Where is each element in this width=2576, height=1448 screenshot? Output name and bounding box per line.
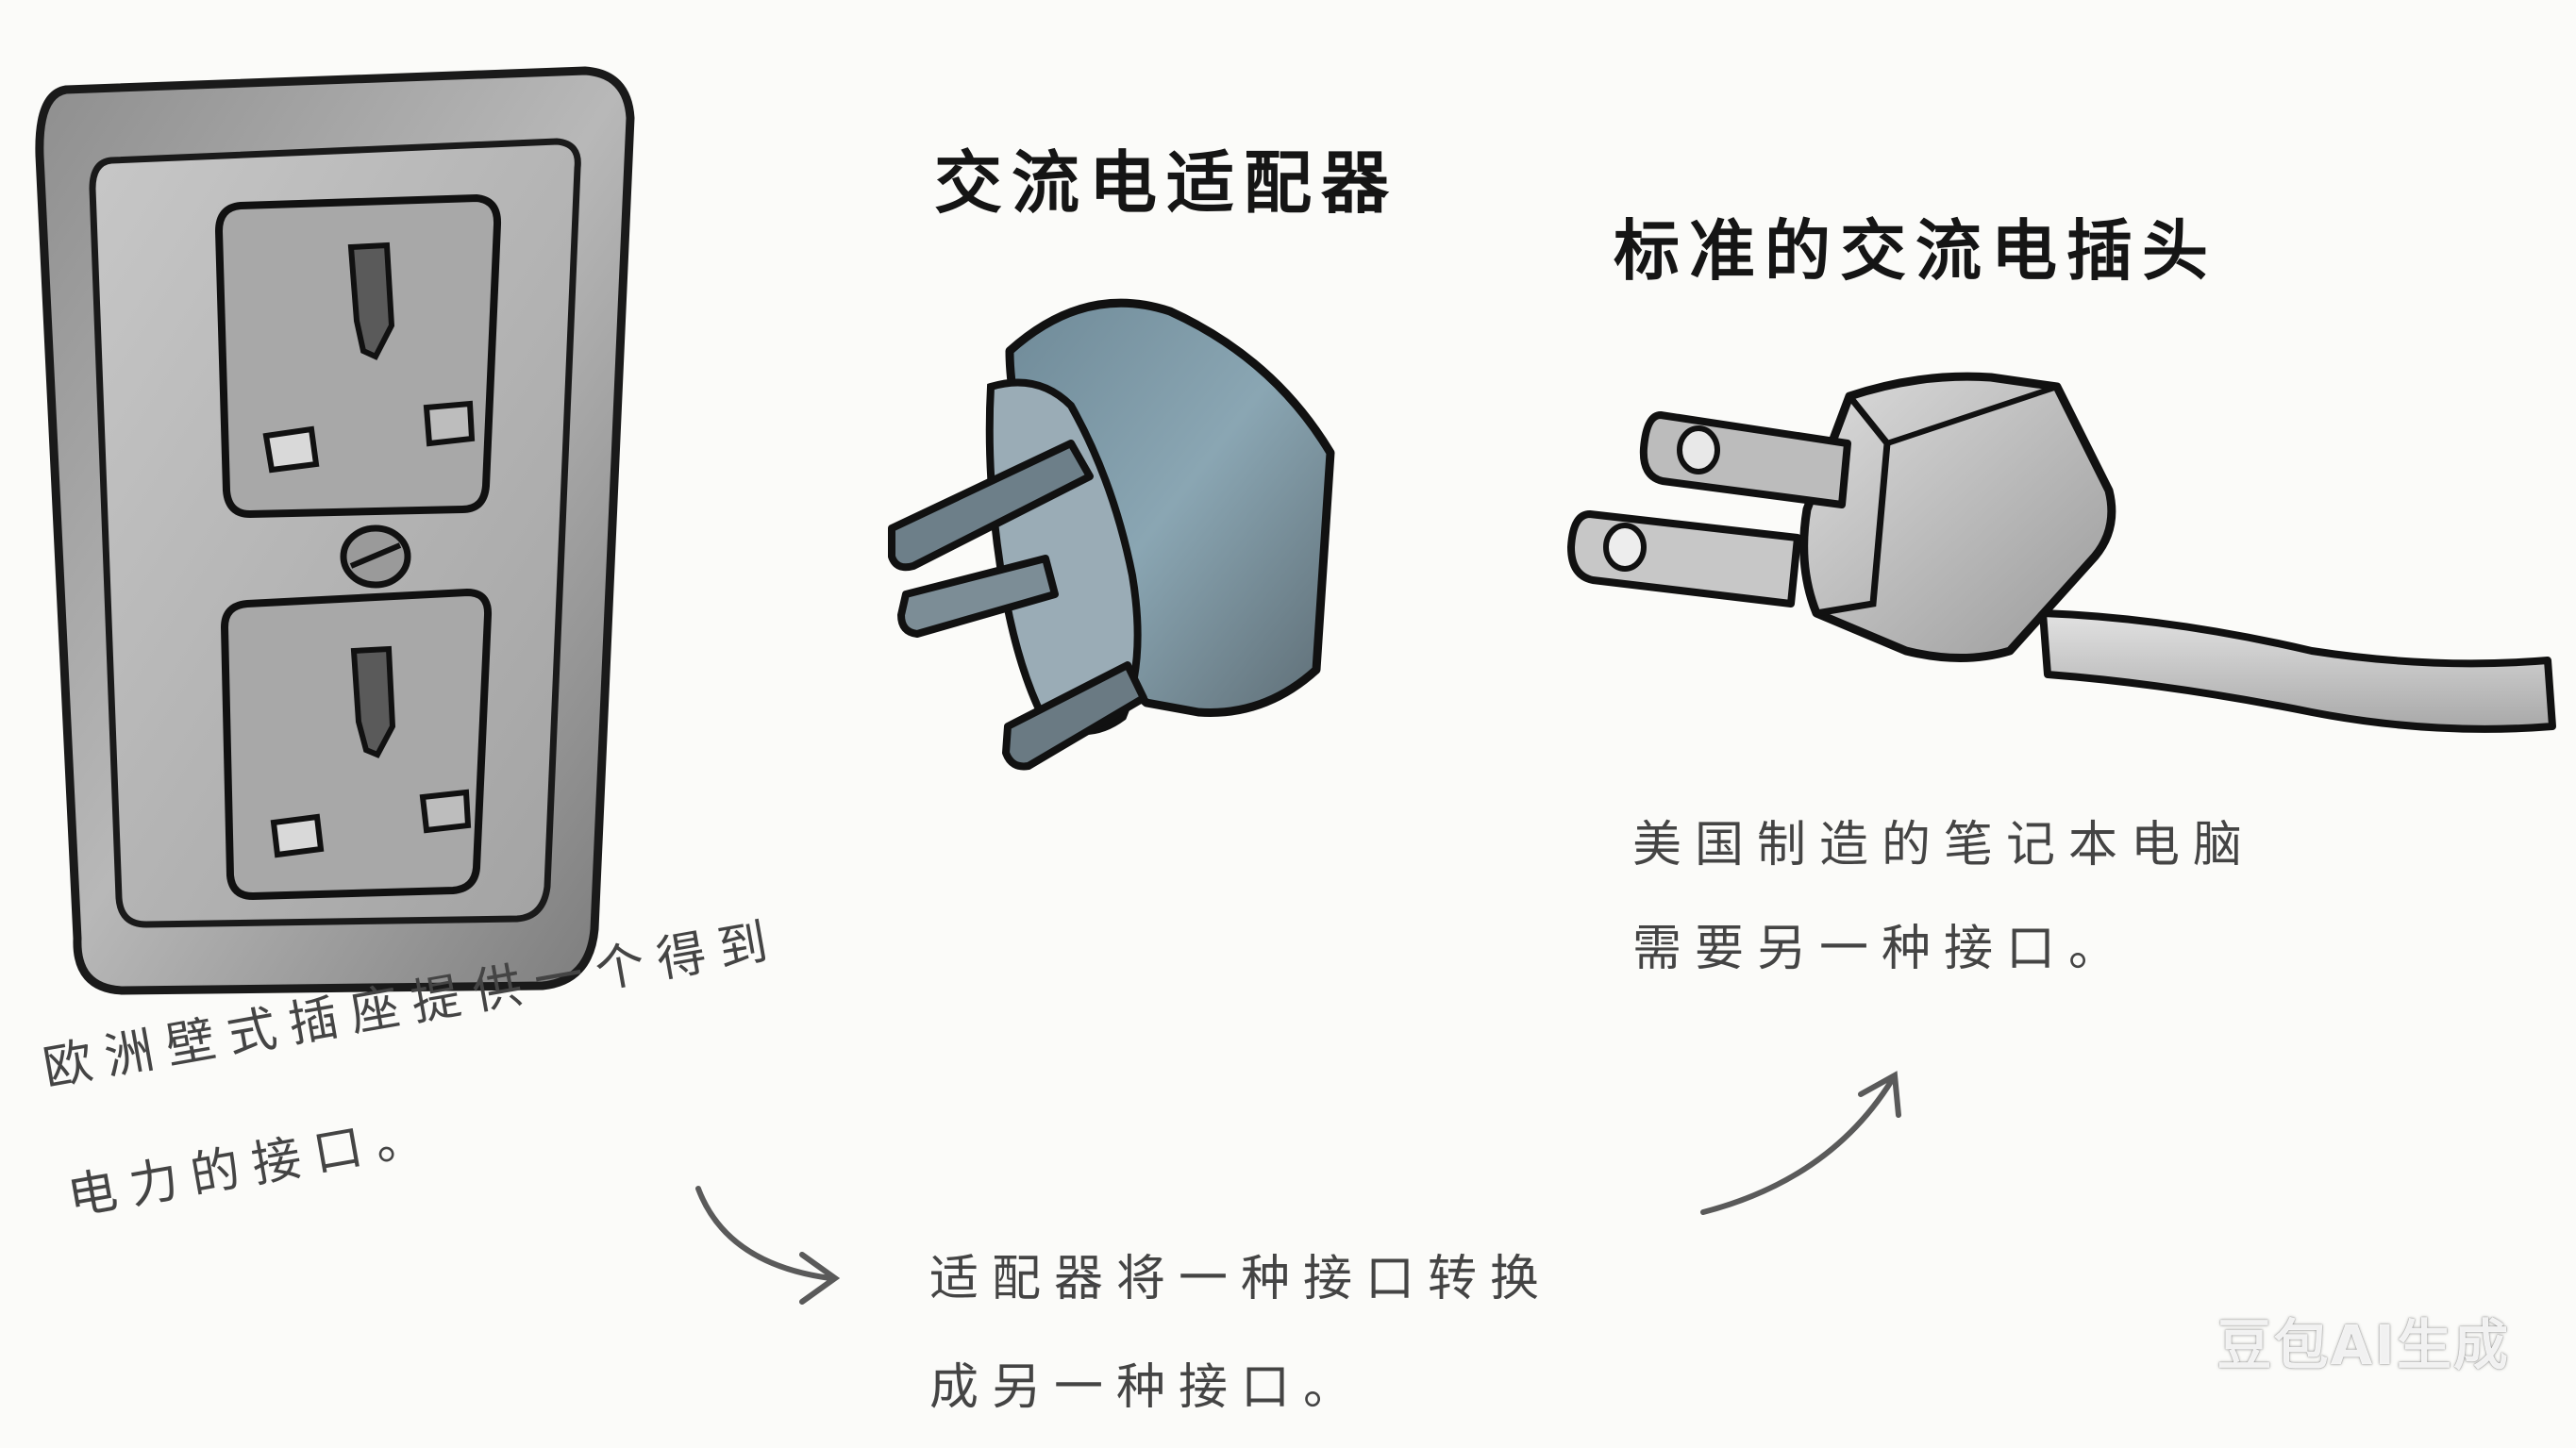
arrow-icon [695, 1186, 841, 1305]
watermark: 豆包AI生成 [2216, 1313, 2510, 1377]
arrow-icon [1700, 1071, 1901, 1215]
adapter-icon [888, 298, 1335, 771]
plug-note-line2: 需要另一种接口。 [1632, 921, 2132, 977]
adapter-note-line1: 适配器将一种接口转换 [929, 1251, 1553, 1307]
plug-note-line1: 美国制造的笔记本电脑 [1632, 817, 2256, 874]
wall-outlet-icon [35, 66, 635, 995]
plug-title: 标准的交流电插头 [1614, 212, 2217, 290]
adapter-note-line2: 成另一种接口。 [929, 1359, 1366, 1416]
plug-icon [1567, 372, 2556, 733]
adapter-title: 交流电适配器 [934, 143, 1399, 223]
